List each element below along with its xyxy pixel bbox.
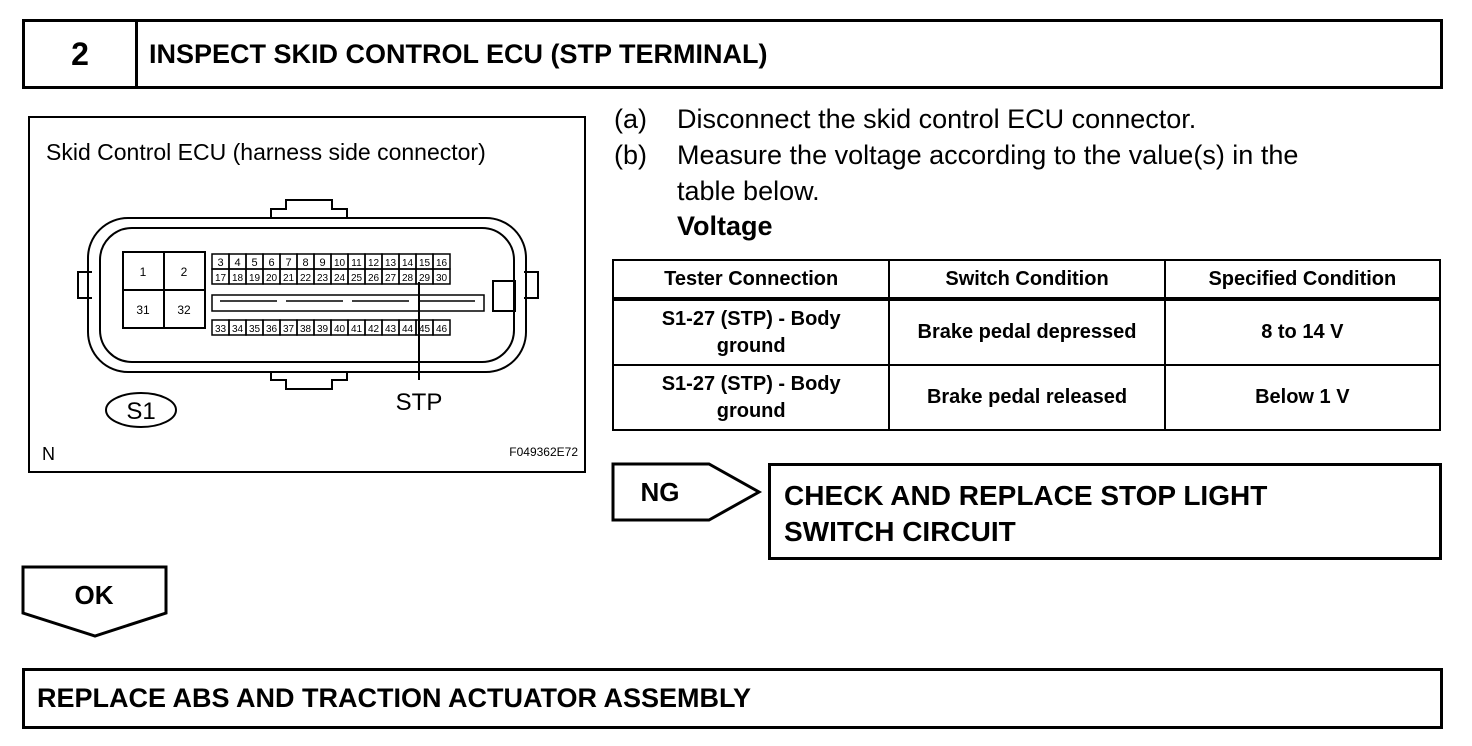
pin-label: 18 — [232, 273, 244, 284]
pin-label: 16 — [436, 258, 448, 269]
pin-label: 14 — [402, 258, 414, 269]
pin-label: 11 — [351, 258, 362, 269]
voltage-spec-table: Tester Connection Switch Condition Speci… — [611, 259, 1442, 431]
pin-label: 23 — [317, 273, 329, 284]
stp-terminal-label: STP — [396, 389, 443, 416]
pin-label: 7 — [285, 257, 291, 269]
pin-label: 32 — [177, 303, 191, 317]
table-title: Voltage — [677, 211, 773, 241]
switch-condition-cell: Brake pedal released — [888, 364, 1166, 431]
ng-result-box: CHECK AND REPLACE STOP LIGHT SWITCH CIRC… — [768, 463, 1442, 560]
ng-arrow: NG — [611, 462, 763, 522]
pin-label: 43 — [385, 324, 397, 335]
ng-result-line: CHECK AND REPLACE STOP LIGHT — [784, 480, 1268, 511]
pin-label: 36 — [266, 324, 278, 335]
pin-label: 19 — [249, 273, 261, 284]
bottom-latch — [270, 372, 348, 390]
figure-caption: Skid Control ECU (harness side connector… — [46, 139, 486, 165]
column-header: Switch Condition — [888, 259, 1166, 301]
connector-id-oval — [105, 392, 177, 428]
specified-condition-cell: Below 1 V — [1163, 364, 1442, 431]
pin-label: 13 — [385, 258, 397, 269]
instruction-text: Measure the voltage according to the val… — [677, 140, 1299, 170]
pin-label: 37 — [283, 324, 295, 335]
right-lock — [492, 280, 516, 312]
step-number: 2 — [25, 22, 138, 86]
corner-mark: N — [42, 444, 55, 464]
pin-label: 10 — [334, 258, 346, 269]
step-header: 2 INSPECT SKID CONTROL ECU (STP TERMINAL… — [22, 19, 1443, 89]
pin-label: 34 — [232, 324, 244, 335]
pin-label: 28 — [402, 273, 414, 284]
pin-label: 33 — [215, 324, 227, 335]
pin-label: 41 — [351, 324, 363, 335]
pin-label: 22 — [300, 273, 312, 284]
pin-label: 29 — [419, 273, 431, 284]
switch-condition-cell: Brake pedal depressed — [888, 298, 1166, 366]
column-header: Tester Connection — [611, 259, 891, 301]
instruction-label: (b) — [614, 140, 647, 170]
pin-label: 24 — [334, 273, 346, 284]
ok-arrow: OK — [21, 565, 168, 638]
ok-label: OK — [75, 580, 114, 610]
pin-label: 30 — [436, 273, 448, 284]
right-tab — [524, 271, 539, 299]
pin-label: 15 — [419, 258, 431, 269]
connector-housing-outer — [87, 217, 527, 373]
pin-label: 39 — [317, 324, 329, 335]
instruction-label: (a) — [614, 104, 647, 134]
pin-label: 2 — [181, 265, 188, 279]
instruction-b-continued: table below. — [677, 176, 820, 206]
pin-label: 27 — [385, 273, 397, 284]
left-tab — [77, 271, 92, 299]
connector-id: S1 — [126, 398, 155, 425]
pin-label: 12 — [368, 258, 380, 269]
pin-cell — [432, 319, 451, 336]
pin-label: 35 — [249, 324, 261, 335]
instruction-a: (a) Disconnect the skid control ECU conn… — [614, 104, 1414, 144]
top-latch — [270, 199, 348, 218]
instruction-text: Disconnect the skid control ECU connecto… — [677, 104, 1197, 134]
column-header: Specified Condition — [1163, 259, 1442, 301]
pin-label: 42 — [368, 324, 380, 335]
pin-label: 1 — [140, 265, 147, 279]
pin-label: 25 — [351, 273, 363, 284]
connector-housing-inner — [99, 227, 515, 363]
step-title: INSPECT SKID CONTROL ECU (STP TERMINAL) — [149, 39, 768, 69]
instruction-b: (b) Measure the voltage according to the… — [614, 140, 1414, 180]
pin-label: 6 — [268, 257, 274, 269]
ng-label: NG — [641, 477, 680, 507]
big-pin-block: 1 2 31 32 — [122, 251, 206, 329]
pin-label: 3 — [217, 257, 223, 269]
pin-label: 21 — [283, 273, 295, 284]
ok-result-box: REPLACE ABS AND TRACTION ACTUATOR ASSEMB… — [22, 668, 1443, 729]
pin-cell — [432, 268, 451, 285]
empty-slot-row — [211, 294, 485, 312]
pin-label: 20 — [266, 273, 278, 284]
pin-label: 9 — [319, 257, 325, 269]
figure-code: F049362E72 — [509, 445, 578, 459]
pin-label: 31 — [136, 303, 150, 317]
pin-label: 45 — [419, 324, 431, 335]
pin-label: 46 — [436, 324, 448, 335]
pin-label: 17 — [215, 273, 227, 284]
ng-result-line: SWITCH CIRCUIT — [784, 516, 1016, 547]
table-header-row: Tester Connection Switch Condition Speci… — [611, 259, 1442, 301]
pin-label: 5 — [251, 257, 257, 269]
pin-label: 44 — [402, 324, 414, 335]
pin-label: 8 — [302, 257, 308, 269]
pin-label: 38 — [300, 324, 312, 335]
pin-label: 4 — [234, 257, 240, 269]
connector-diagram: Skid Control ECU (harness side connector… — [42, 139, 578, 464]
pin-label: 40 — [334, 324, 346, 335]
pin-label: 26 — [368, 273, 380, 284]
connector-figure: Skid Control ECU (harness side connector… — [28, 116, 586, 473]
specified-condition-cell: 8 to 14 V — [1163, 298, 1442, 366]
